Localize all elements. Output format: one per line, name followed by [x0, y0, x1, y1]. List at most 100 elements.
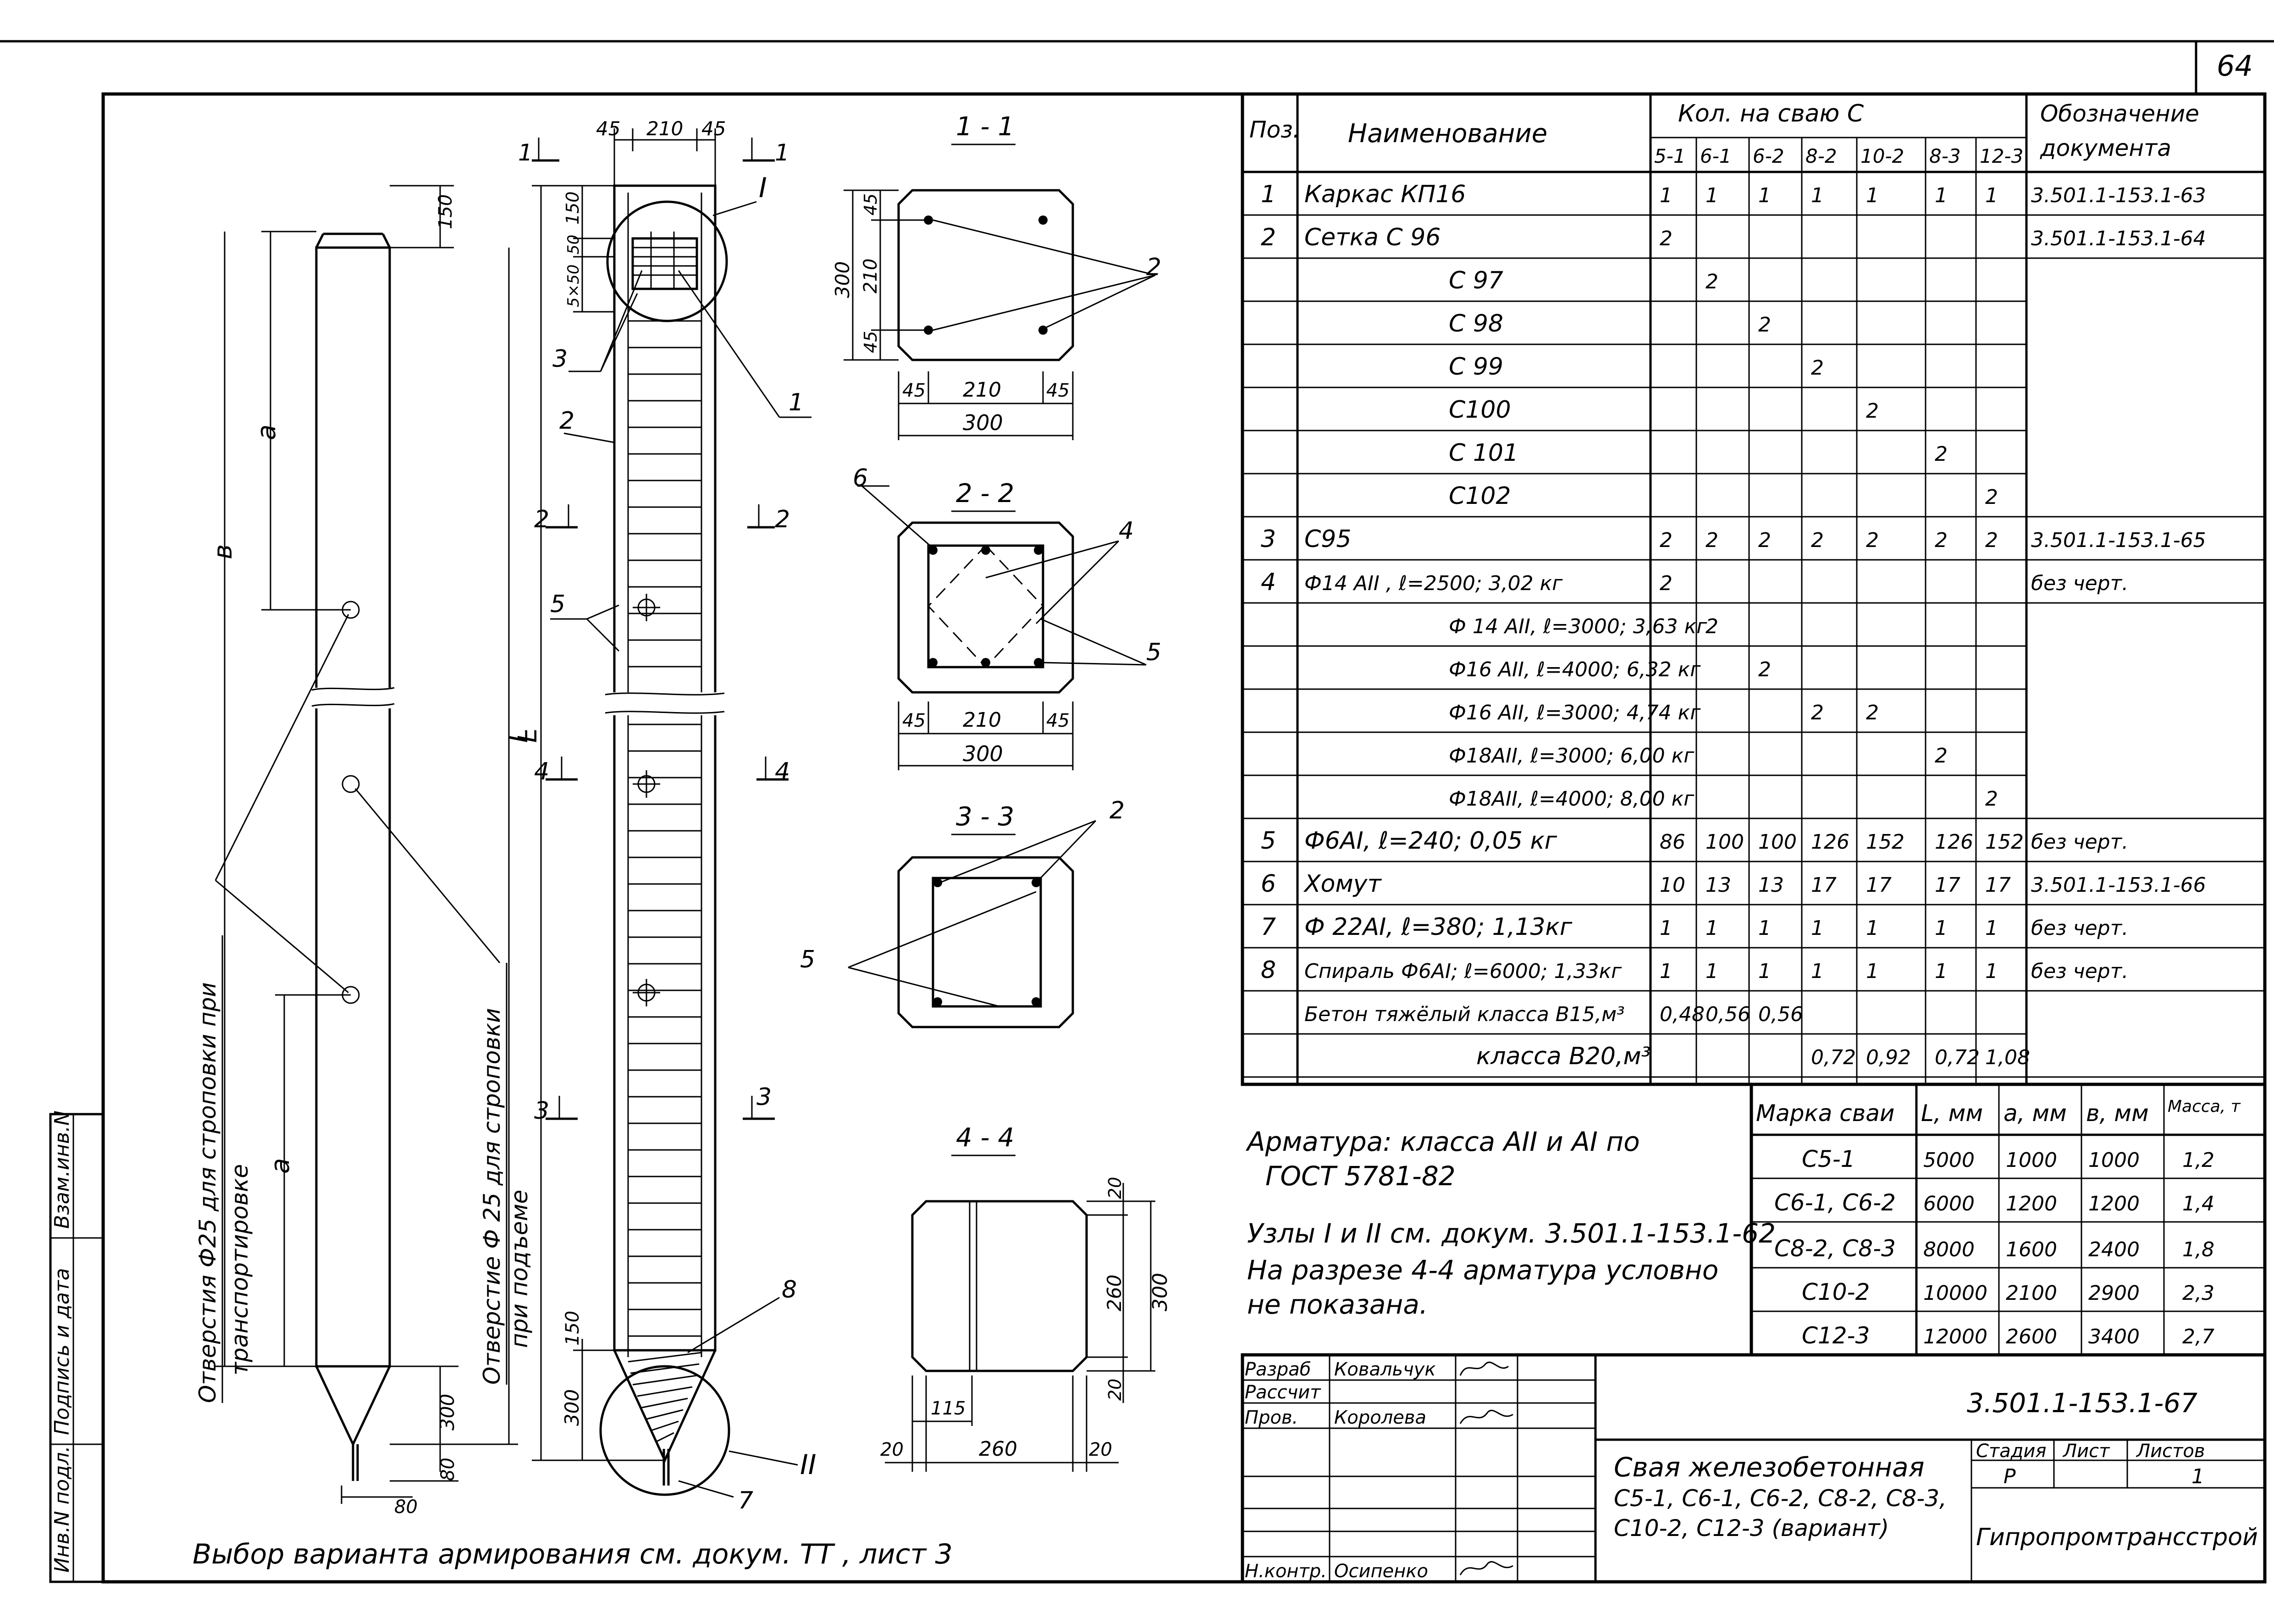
spec-cell-qty: 1: [1935, 917, 1948, 940]
callout-5: 5: [550, 591, 565, 618]
section-2-2-callout-4: 4: [1119, 517, 1134, 545]
spec-cell-pos: 2: [1261, 224, 1276, 251]
spec-cell-qty: 100: [1758, 830, 1797, 854]
spec-subheader: 8-2: [1805, 145, 1837, 167]
dim-L-side: L: [504, 729, 534, 743]
pile-side-view: 150 300 80 80 L а в а Отверстия Ф25 для …: [194, 185, 534, 1518]
spec-cell-qty: 2: [1758, 529, 1771, 552]
spec-cell-qty: 1: [1706, 917, 1718, 940]
spec-cell-qty: 2: [1985, 486, 1998, 509]
section-1-1-vdim-45a: 45: [861, 193, 881, 215]
section-4-4: 4 - 4 20 260 20 300 115 260 20 20: [880, 1123, 1172, 1472]
signature-date-label: Подпись и дата: [50, 1268, 74, 1435]
spec-cell-qty: 1: [1985, 184, 1998, 207]
stage-header: Стадия: [1976, 1441, 2046, 1462]
spec-cell-doc: без черт.: [2031, 960, 2128, 983]
spec-cell-qty: 1: [1660, 960, 1672, 983]
spec-cell-qty: 0,48: [1660, 1003, 1705, 1026]
spec-subheader: 6-1: [1700, 145, 1732, 167]
cut-mark-1-right: 1: [775, 139, 789, 166]
section-4-4-vdim-260: 260: [1103, 1275, 1126, 1311]
note-line-5: не показана.: [1247, 1289, 1428, 1320]
lifting-hole-2: [342, 775, 360, 793]
section-1-1-hdim-45a: 45: [902, 380, 926, 401]
section-2-2-hdim-210: 210: [963, 708, 1001, 732]
mass-cell: С8-2, С8-3: [1774, 1235, 1896, 1262]
spec-cell-name: С95: [1304, 525, 1351, 553]
spec-cell-name: Спираль Ф6АI; ℓ=6000; 1,33кг: [1304, 960, 1622, 983]
spec-cell-name: Ф18АII, ℓ=4000; 8,00 кг: [1449, 787, 1694, 811]
spec-cell-name: С 97: [1449, 267, 1503, 294]
section-2-2-hdim-45b: 45: [1046, 710, 1070, 731]
spec-cell-qty: 2: [1758, 313, 1771, 337]
spec-subheader: 10-2: [1860, 145, 1904, 167]
section-4-4-vtotal: 300: [1148, 1273, 1172, 1311]
section-1-1-hdim-210: 210: [963, 378, 1001, 402]
spec-cell-doc: 3.501.1-153.1-64: [2031, 227, 2206, 250]
hole-label-transport-2: транспортировке: [226, 1164, 253, 1375]
section-left-dim-50: 50: [564, 235, 583, 254]
spec-cell-name: Сетка С 96: [1304, 224, 1441, 251]
mass-cell: 2,3: [2182, 1282, 2214, 1305]
spec-cell-doc: 3.501.1-153.1-65: [2031, 529, 2206, 552]
spec-subheader: 8-3: [1929, 145, 1961, 167]
cut-mark-4-left: 4: [534, 758, 549, 785]
title-line-1: Свая железобетонная: [1614, 1452, 1925, 1483]
spec-cell-qty: 13: [1706, 873, 1731, 897]
spec-cell-qty: 2: [1758, 658, 1771, 681]
spec-cell-qty: 17: [1811, 873, 1837, 897]
spec-cell-name: С 99: [1449, 353, 1503, 381]
spec-cell-qty: 2: [1866, 529, 1879, 552]
mass-cell: 1200: [2006, 1192, 2057, 1215]
dim-b: в: [208, 544, 238, 559]
section-4-4-vdim-20a: 20: [1105, 1177, 1125, 1199]
spec-cell-doc: 3.501.1-153.1-66: [2031, 873, 2206, 897]
mass-cell: 1600: [2006, 1238, 2057, 1261]
section-1-1-vtotal: 300: [831, 261, 854, 298]
name-checker: Королева: [1334, 1407, 1426, 1428]
spec-cell-name: Хомут: [1303, 870, 1382, 898]
spec-cell-pos: 5: [1261, 827, 1276, 855]
mass-header-L: L, мм: [1921, 1100, 1983, 1127]
spec-cell-qty: 1: [1811, 960, 1824, 983]
spec-header-qty: Кол. на сваю С: [1678, 100, 1864, 127]
cut-mark-2-left: 2: [534, 506, 549, 533]
doc-code: 3.501.1-153.1-67: [1967, 1387, 2197, 1419]
spec-cell-name: С102: [1449, 482, 1511, 510]
section-left-dim-150: 150: [563, 191, 583, 225]
section-1-1-title: 1 - 1: [956, 112, 1014, 142]
mass-cell: 1200: [2088, 1192, 2140, 1215]
spec-cell-qty: 2: [1985, 787, 1998, 811]
section-2-2-callout-5: 5: [1146, 639, 1161, 666]
note-line-3: Узлы I и II см. докум. 3.501.1-153.1-62: [1247, 1218, 1776, 1249]
mass-table: Марка сваи L, мм а, мм в, мм Масса, т С5…: [1750, 1083, 2267, 1357]
sheets-value: 1: [2191, 1465, 2204, 1488]
spec-cell-pos: 6: [1261, 870, 1276, 898]
mass-header-mark: Марка сваи: [1756, 1100, 1894, 1127]
signature-developer: [1459, 1361, 1509, 1376]
spec-cell-qty: 13: [1758, 873, 1784, 897]
callout-3: 3: [552, 345, 568, 373]
dim-bottom-300: 300: [436, 1394, 458, 1431]
spec-cell-qty: 126: [1935, 830, 1973, 854]
spec-cell-name: С 98: [1449, 310, 1503, 337]
spec-cell-qty: 17: [1935, 873, 1960, 897]
dim-a-low: а: [265, 1158, 295, 1174]
spec-cell-pos: 1: [1261, 181, 1276, 208]
signature-norm-control: [1459, 1561, 1513, 1575]
mass-cell: 6000: [1923, 1192, 1975, 1215]
node-II-circle: [599, 1365, 730, 1496]
note-line-1: Арматура: класса АII и АI по: [1245, 1126, 1640, 1157]
spec-cell-qty: 0,92: [1866, 1046, 1911, 1069]
spec-cell-qty: 1: [1935, 184, 1948, 207]
role-developer: Разраб: [1245, 1359, 1311, 1380]
cut-mark-4-right: 4: [775, 758, 790, 785]
section-4-4-hdim-260: 260: [979, 1437, 1017, 1461]
section-1-1-vdim-45b: 45: [861, 331, 881, 353]
note-line-4: На разрезе 4-4 арматура условно: [1247, 1254, 1718, 1286]
spec-cell-qty: 1: [1758, 917, 1771, 940]
role-checker: Пров.: [1245, 1407, 1298, 1428]
